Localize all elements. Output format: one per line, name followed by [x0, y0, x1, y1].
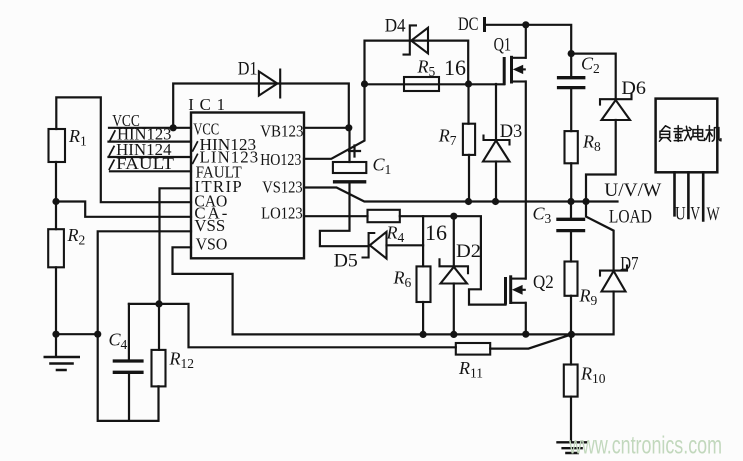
svg-text:www.cntronics.com: www.cntronics.com: [568, 432, 722, 460]
svg-text:VS123: VS123: [262, 178, 302, 197]
svg-text:W: W: [707, 205, 720, 225]
svg-text:HIN123: HIN123: [117, 125, 172, 144]
svg-text:U/V/W: U/V/W: [604, 181, 662, 201]
svg-text:D3: D3: [500, 122, 523, 142]
svg-text:CA-: CA-: [194, 204, 227, 223]
svg-text:VSO: VSO: [196, 235, 228, 254]
svg-text:LOAD: LOAD: [609, 208, 652, 228]
svg-text:CAO: CAO: [194, 191, 227, 210]
svg-text:DC: DC: [458, 15, 479, 35]
svg-text:VB123: VB123: [260, 121, 303, 140]
svg-text:Q2: Q2: [533, 273, 554, 293]
svg-text:D7: D7: [620, 255, 638, 275]
svg-text:U: U: [675, 205, 686, 225]
svg-text:HIN124: HIN124: [116, 140, 172, 159]
svg-text:HO123: HO123: [260, 150, 301, 169]
svg-text:LO123: LO123: [261, 204, 303, 223]
svg-text:D5: D5: [334, 252, 358, 272]
svg-text:D2: D2: [456, 242, 481, 262]
svg-text:VSS: VSS: [194, 216, 225, 235]
svg-text:ITRIP: ITRIP: [194, 177, 241, 196]
svg-text:D6: D6: [621, 79, 646, 99]
svg-text:FAULT: FAULT: [196, 163, 242, 182]
svg-text:VCC: VCC: [112, 111, 140, 130]
svg-text:V: V: [690, 205, 700, 225]
svg-text:16: 16: [425, 220, 447, 245]
svg-text:D1: D1: [238, 60, 258, 80]
svg-text:VCC: VCC: [193, 119, 219, 138]
svg-text:HIN123: HIN123: [200, 135, 257, 154]
svg-text:Q1: Q1: [494, 36, 512, 56]
svg-text:D4: D4: [385, 17, 406, 37]
svg-text:LIN123: LIN123: [200, 148, 259, 167]
svg-text:IC1: IC1: [188, 95, 225, 114]
svg-text:16: 16: [444, 55, 466, 80]
svg-text:FAULT: FAULT: [116, 154, 174, 173]
